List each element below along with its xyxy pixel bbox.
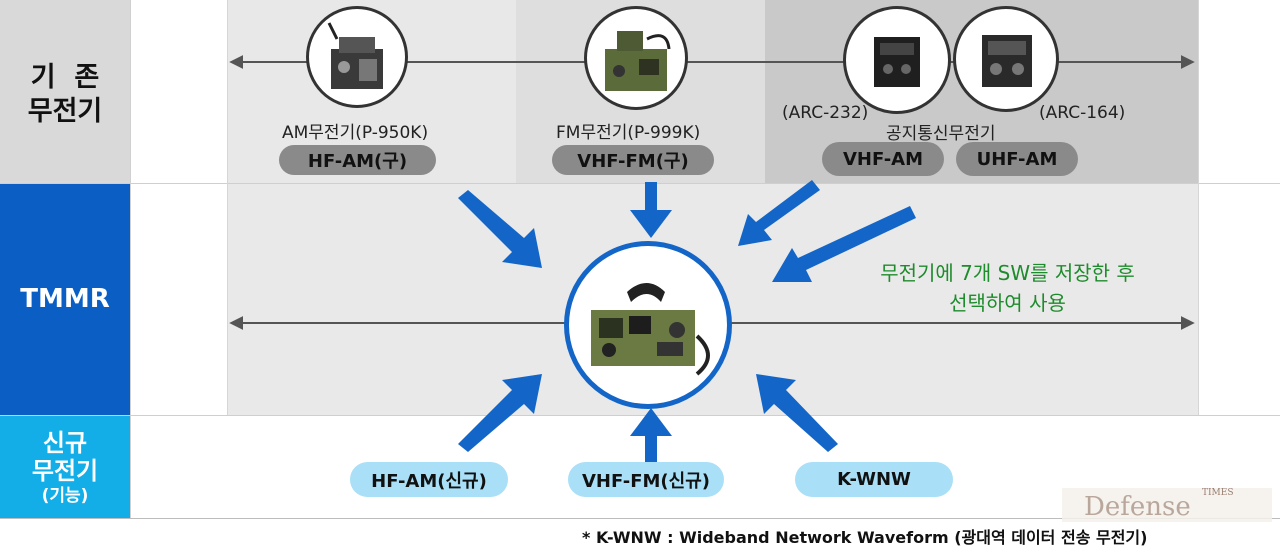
hf-am-new-pill: HF-AM(신규)	[350, 462, 508, 497]
arrow-bottom-right	[756, 374, 838, 452]
tmmr-note: 무전기에 7개 SW를 저장한 후 선택하여 사용	[830, 258, 1185, 318]
arrow-top-center	[630, 182, 672, 238]
divider	[0, 518, 1280, 519]
divider	[227, 0, 228, 415]
uhf-am-pill: UHF-AM	[956, 142, 1078, 176]
arrow-top-left	[458, 190, 542, 268]
watermark-small: TIMES	[1202, 488, 1234, 498]
air-radio-caption: 공지통신무전기	[886, 124, 996, 144]
arrow-right	[772, 206, 916, 282]
new-label-line3: (기능)	[41, 485, 89, 506]
fm-radio-image	[584, 6, 688, 110]
existing-label-cell	[0, 0, 130, 183]
footnote: * K-WNW : Wideband Network Waveform (광대역…	[582, 528, 1148, 547]
arc164-radio-image	[953, 6, 1059, 112]
am-radio-image	[306, 6, 408, 108]
new-label-cell	[0, 415, 130, 518]
arc232-radio-image	[843, 6, 951, 114]
new-label-line2: 무전기	[31, 456, 99, 485]
arc164-caption: (ARC-164)	[1039, 103, 1126, 123]
tmmr-note-line1: 무전기에 7개 SW를 저장한 후	[880, 261, 1135, 285]
k-wnw-pill: K-WNW	[795, 462, 953, 497]
am-radio-caption: AM무전기(P-950K)	[282, 123, 429, 143]
watermark-main: Defense	[1084, 492, 1191, 522]
tmmr-label-cell	[0, 183, 130, 415]
tmmr-radio-image	[564, 241, 732, 409]
hf-am-old-pill: HF-AM(구)	[279, 145, 436, 175]
existing-label-line2: 무전기	[27, 96, 103, 127]
tmmr-row-label: TMMR	[20, 284, 110, 314]
vhf-fm-new-pill: VHF-FM(신규)	[568, 462, 724, 497]
fm-radio-caption: FM무전기(P-999K)	[556, 123, 701, 143]
tmmr-note-line2: 선택하여 사용	[949, 291, 1066, 315]
new-row-label: 신규 무전기 (기능)	[0, 420, 130, 515]
divider	[130, 0, 131, 518]
arrow-bottom-left	[458, 374, 542, 452]
vhf-am-pill: VHF-AM	[822, 142, 944, 176]
existing-row-label: 기 존 무전기	[0, 55, 130, 135]
existing-label-line1: 기 존	[30, 62, 100, 93]
watermark-logo: TIMES Defense	[1062, 488, 1272, 522]
arc232-caption: (ARC-232)	[782, 103, 869, 123]
divider	[0, 415, 1280, 416]
arrow-top-right	[738, 180, 820, 246]
vhf-fm-old-pill: VHF-FM(구)	[552, 145, 714, 175]
divider	[1198, 0, 1199, 415]
divider	[0, 183, 1280, 184]
new-label-line1: 신규	[42, 428, 88, 457]
arrow-bottom-center	[630, 408, 672, 462]
